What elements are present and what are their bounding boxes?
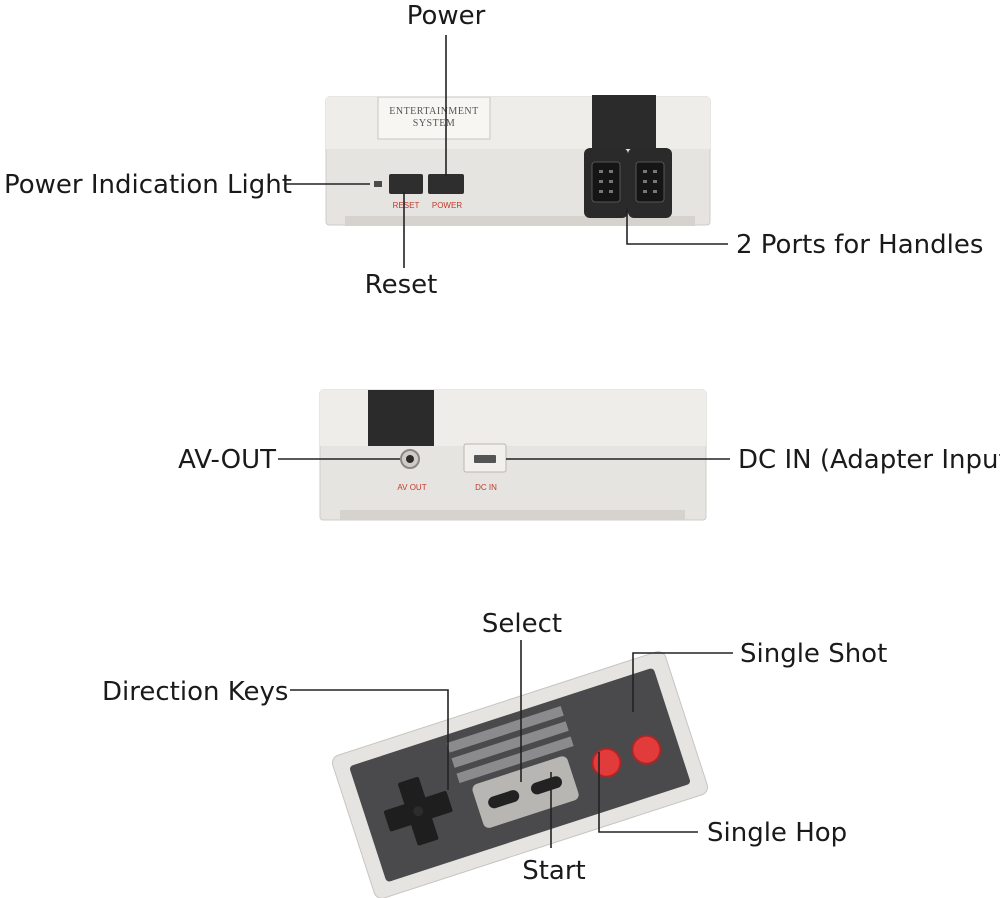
controller-center-stripe-2 (451, 721, 569, 768)
start-button (530, 776, 562, 795)
dc-in-caption: DC IN (475, 483, 497, 492)
label-power: Power (407, 1, 486, 31)
direction-keys (383, 776, 453, 846)
controller (331, 651, 709, 898)
console-front-view: ENTERTAINMENT SYSTEM RESET POWER (325, 95, 711, 226)
port-pins (599, 170, 657, 193)
label-power-indication-light: Power Indication Light (4, 170, 292, 200)
label-single-hop: Single Hop (707, 818, 847, 848)
label-ports: 2 Ports for Handles (736, 230, 983, 260)
single-shot-button (631, 734, 662, 765)
label-select: Select (482, 609, 562, 639)
av-out-caption: AV OUT (397, 483, 426, 492)
port-housing-top (592, 95, 656, 149)
plate-line-1: ENTERTAINMENT (389, 106, 479, 117)
power-indicator-led (374, 181, 382, 187)
reset-caption: RESET (393, 201, 420, 210)
power-caption: POWER (432, 201, 462, 210)
entertainment-system-plate (377, 96, 491, 140)
label-reset: Reset (365, 270, 438, 300)
reset-button (389, 174, 423, 194)
console-front-base-shadow (345, 216, 695, 226)
leader-single-hop (598, 752, 698, 833)
label-single-shot: Single Shot (740, 639, 887, 669)
select-start-panel (472, 756, 579, 828)
leader-single-shot (632, 652, 733, 712)
port-1-socket (591, 161, 621, 203)
label-dc-in: DC IN (Adapter Input) (738, 445, 1000, 475)
console-back-base-shadow (340, 510, 685, 520)
power-button (428, 174, 464, 194)
label-direction-keys: Direction Keys (102, 677, 288, 707)
console-back-view: AV OUT DC IN (319, 389, 707, 521)
leader-direction-keys (290, 689, 449, 790)
dpad-center (413, 806, 424, 817)
av-out-jack-hole (406, 455, 414, 463)
label-av-out: AV-OUT (178, 445, 276, 475)
plate-line-2: SYSTEM (413, 118, 455, 129)
select-button (488, 790, 520, 809)
controller-center-stripe-1 (446, 706, 564, 753)
label-start: Start (522, 856, 586, 886)
back-port-housing (368, 390, 434, 446)
dc-in-port (474, 455, 496, 463)
leader-ports (626, 208, 728, 245)
port-2-socket (635, 161, 665, 203)
controller-center-stripe-3 (456, 736, 574, 784)
